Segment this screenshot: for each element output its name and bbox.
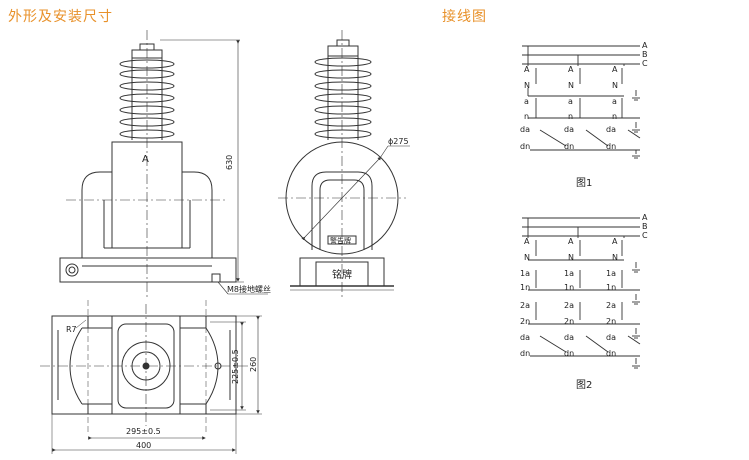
- fig1-primary-n: N: [612, 81, 618, 90]
- figure2-labels: A B C A A A N N N 1a 1a 1a 1n 1n 1n 2a 2…: [520, 213, 648, 391]
- fig2-phase-b: B: [642, 222, 648, 231]
- fig2-sec2-a: 2a: [606, 301, 616, 310]
- dim-260: 260: [249, 357, 258, 372]
- fig2-primary-a: A: [568, 237, 574, 246]
- fig1-primary-a: A: [568, 65, 574, 74]
- fig2-sec2-a: 2a: [520, 301, 530, 310]
- fig2-sec1-n: 1n: [564, 283, 574, 292]
- figure1-labels: A B C A A A N N N a a a n n n da da da d…: [520, 41, 648, 189]
- figure1-wiring: [522, 45, 641, 159]
- fig2-residual-dn: dn: [520, 349, 530, 358]
- fig2-residual-da: da: [520, 333, 530, 342]
- fig1-phase-a: A: [642, 41, 648, 50]
- fig1-secondary-a: a: [612, 97, 617, 106]
- fig2-primary-n: N: [568, 253, 574, 262]
- figure2-wiring: [522, 217, 641, 369]
- fig2-sec2-n: 2n: [564, 317, 574, 326]
- fig2-ground-icon: [632, 358, 640, 369]
- front-terminal-label: A: [142, 154, 149, 165]
- fig1-residual-da: da: [520, 125, 530, 134]
- fig2-sec1-n: 1n: [606, 283, 616, 292]
- fig2-sec2-n: 2n: [606, 317, 616, 326]
- fig2-phase-a: A: [642, 213, 648, 222]
- front-height-dim: 630: [225, 155, 234, 170]
- ground-bolt-label: M8接地螺丝: [227, 284, 271, 294]
- fig2-ground-icon: [632, 328, 640, 339]
- fig1-secondary-n: n: [568, 112, 573, 121]
- dim-225: 225±0.5: [231, 349, 240, 384]
- fig1-primary-n: N: [568, 81, 574, 90]
- fig1-residual-dn: dn: [520, 142, 530, 151]
- fig2-residual-da: da: [564, 333, 574, 342]
- fig1-primary-a: A: [524, 65, 530, 74]
- fig2-sec2-n: 2n: [520, 317, 530, 326]
- fig1-secondary-n: n: [524, 112, 529, 121]
- fig2-sec1-n: 1n: [520, 283, 530, 292]
- fig2-sec1-a: 1a: [564, 269, 574, 278]
- fig2-primary-n: N: [612, 253, 618, 262]
- fig1-primary-n: N: [524, 81, 530, 90]
- fig1-secondary-a: a: [568, 97, 573, 106]
- fig1-unit: [577, 55, 581, 118]
- side-insulator: [314, 39, 372, 140]
- fig2-ground-icon: [632, 294, 640, 305]
- nameplate-label: 铭牌: [332, 268, 352, 281]
- fig1-residual-dn: dn: [606, 142, 616, 151]
- front-view: [59, 30, 268, 300]
- dimensions-heading: 外形及安装尺寸: [8, 9, 113, 25]
- fig1-ground-icon: [632, 90, 640, 101]
- fig2-residual-da: da: [606, 333, 616, 342]
- fig1-residual-da: da: [564, 125, 574, 134]
- side-diameter-dim: ϕ275: [388, 137, 409, 146]
- fig1-primary-a: A: [612, 65, 618, 74]
- fig2-sec2-a: 2a: [564, 301, 574, 310]
- warning-plate-label: 警告牌: [330, 236, 351, 245]
- fig2-caption: 图2: [576, 379, 592, 391]
- fig1-ground-icon: [632, 150, 640, 159]
- fig2-primary-n: N: [524, 253, 530, 262]
- fig1-residual-da: da: [606, 125, 616, 134]
- fig2-primary-a: A: [524, 237, 530, 246]
- fig1-secondary-a: a: [524, 97, 529, 106]
- fig2-residual-dn: dn: [564, 349, 574, 358]
- dim-400: 400: [136, 441, 151, 450]
- fig1-unit: [621, 64, 625, 118]
- radius-label: R7: [66, 325, 77, 334]
- fig1-secondary-n: n: [612, 112, 617, 121]
- wiring-heading: 接线图: [442, 9, 487, 25]
- top-view: [40, 300, 262, 454]
- dim-295: 295±0.5: [126, 427, 161, 436]
- fig1-ground-icon: [632, 122, 640, 133]
- fig1-residual-dn: dn: [564, 142, 574, 151]
- fig2-ground-icon: [632, 262, 640, 273]
- fig2-sec1-a: 1a: [606, 269, 616, 278]
- fig2-sec1-a: 1a: [520, 269, 530, 278]
- fig1-phase-b: B: [642, 50, 648, 59]
- side-view: [278, 30, 410, 300]
- fig2-phase-c: C: [642, 231, 648, 240]
- fig1-unit: [527, 46, 641, 147]
- fig1-caption: 图1: [576, 177, 592, 189]
- fig2-primary-a: A: [612, 237, 618, 246]
- fig1-phase-c: C: [642, 59, 648, 68]
- fig2-residual-dn: dn: [606, 349, 616, 358]
